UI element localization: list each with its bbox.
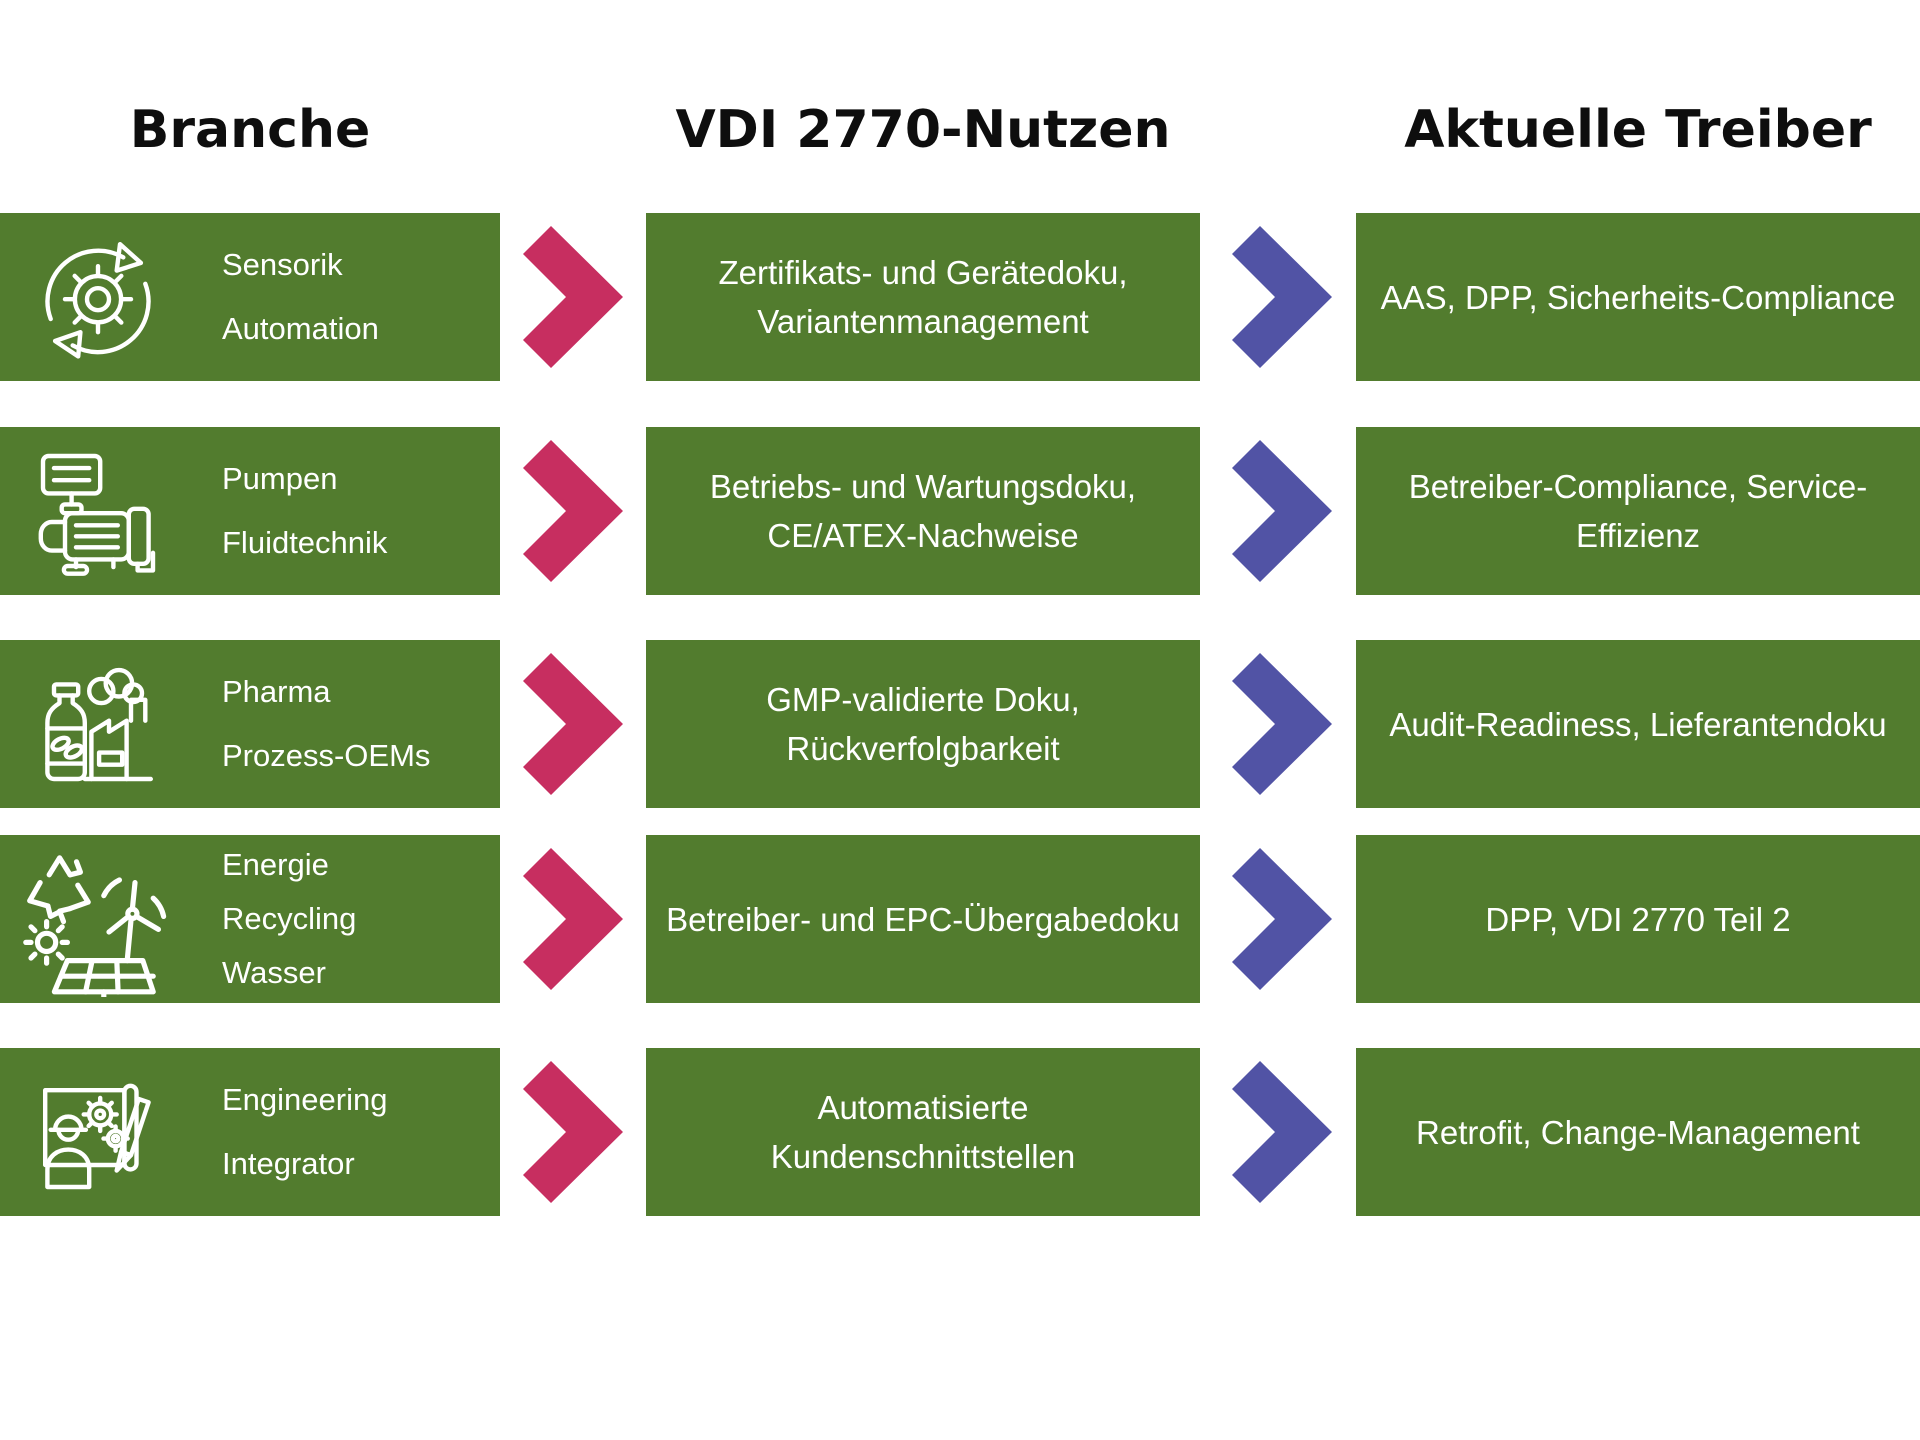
chevron-right-pink-icon [523,848,623,990]
industry-line: Recycling [222,901,357,936]
column-header-branche: Branche [129,100,371,160]
chevron-right-purple-icon [1232,653,1332,795]
benefit-line: Betriebs- und Wartungsdoku, [709,468,1137,505]
chevron-right-purple-icon [1232,226,1332,368]
driver-box: AAS, DPP, Sicherheits-Compliance [1356,213,1920,381]
benefit-line: Betreiber- und EPC-Übergabedoku [666,900,1180,938]
benefit-label: Betriebs- und Wartungsdoku, CE/ATEX-Nach… [646,427,1200,595]
industry-line: Energie [222,847,329,882]
pharma-bottle-factory-icon [32,658,164,790]
chevron-right-purple-icon [1232,1061,1332,1203]
driver-line: Audit-Readiness, Lieferantendoku [1389,705,1887,743]
benefit-line: CE/ATEX-Nachweise [767,517,1079,554]
industry-line: Wasser [222,955,326,990]
engineer-blueprint-gears-icon [32,1066,164,1198]
table-row: Pharma Prozess-OEMs GMP-validierte Doku,… [0,640,1920,808]
driver-line: DPP, VDI 2770 Teil 2 [1485,900,1791,938]
chevron-right-pink-icon [523,1061,623,1203]
benefit-line: Rückverfolgbarkeit [786,730,1060,767]
driver-label: Retrofit, Change-Management [1356,1048,1920,1216]
chevron-right-pink-icon [523,226,623,368]
industry-line: Pharma [222,674,331,709]
industry-line: Pumpen [222,461,338,496]
industry-line: Prozess-OEMs [222,738,431,773]
pump-machine-icon [32,445,164,577]
driver-label: Audit-Readiness, Lieferantendoku [1356,640,1920,808]
industry-line: Sensorik [222,247,343,282]
benefit-line: Variantenmanagement [757,303,1089,340]
benefit-box: Betriebs- und Wartungsdoku, CE/ATEX-Nach… [646,427,1200,595]
table-row: Engineering Integrator Automatisierte Ku… [0,1048,1920,1216]
industry-box-pumpen: Pumpen Fluidtechnik [0,427,500,595]
process-automation-gear-cycle-icon [32,231,164,363]
industry-box-energie: Energie Recycling Wasser [0,835,500,1003]
chevron-right-purple-icon [1232,848,1332,990]
benefit-line: GMP-validierte Doku, [766,681,1080,718]
industry-line: Integrator [222,1146,355,1181]
driver-line: Retrofit, Change-Management [1416,1113,1860,1151]
driver-line: Betreiber-Compliance, Service- [1408,468,1868,505]
benefit-label: Automatisierte Kundenschnittstellen [646,1048,1200,1216]
table-row: Energie Recycling Wasser Betreiber- und … [0,835,1920,1003]
driver-line: AAS, DPP, Sicherheits-Compliance [1380,278,1896,316]
industry-line: Fluidtechnik [222,525,388,560]
driver-line: Effizienz [1575,517,1701,554]
column-header-aktuelle-treiber: Aktuelle Treiber [1404,100,1872,160]
industry-label: Engineering Integrator [222,1068,387,1196]
benefit-box: Automatisierte Kundenschnittstellen [646,1048,1200,1216]
industry-line: Engineering [222,1082,388,1117]
driver-box: Betreiber-Compliance, Service- Effizienz [1356,427,1920,595]
driver-box: DPP, VDI 2770 Teil 2 [1356,835,1920,1003]
driver-label: DPP, VDI 2770 Teil 2 [1356,835,1920,1003]
chevron-right-purple-icon [1232,440,1332,582]
chevron-right-pink-icon [523,653,623,795]
benefit-label: Betreiber- und EPC-Übergabedoku [646,835,1200,1003]
driver-box: Retrofit, Change-Management [1356,1048,1920,1216]
driver-label: AAS, DPP, Sicherheits-Compliance [1356,213,1920,381]
industry-label: Pharma Prozess-OEMs [222,660,430,788]
industry-line: Automation [222,311,379,346]
benefit-box: Zertifikats- und Gerätedoku, Variantenma… [646,213,1200,381]
benefit-box: Betreiber- und EPC-Übergabedoku [646,835,1200,1003]
table-row: Pumpen Fluidtechnik Betriebs- und Wartun… [0,427,1920,595]
benefit-line: Automatisierte [817,1089,1029,1126]
industry-box-pharma: Pharma Prozess-OEMs [0,640,500,808]
industry-label: Energie Recycling Wasser [222,838,356,1000]
driver-box: Audit-Readiness, Lieferantendoku [1356,640,1920,808]
benefit-line: Zertifikats- und Gerätedoku, [718,254,1128,291]
benefit-box: GMP-validierte Doku, Rückverfolgbarkeit [646,640,1200,808]
benefit-label: GMP-validierte Doku, Rückverfolgbarkeit [646,640,1200,808]
table-row: Sensorik Automation Zertifikats- und Ger… [0,213,1920,381]
recycling-wind-solar-icon [18,841,174,997]
industry-label: Sensorik Automation [222,233,379,361]
benefit-label: Zertifikats- und Gerätedoku, Variantenma… [646,213,1200,381]
industry-label: Pumpen Fluidtechnik [222,447,387,575]
column-header-vdi-nutzen: VDI 2770-Nutzen [675,100,1171,160]
chevron-right-pink-icon [523,440,623,582]
industry-box-engineering: Engineering Integrator [0,1048,500,1216]
industry-box-sensorik: Sensorik Automation [0,213,500,381]
driver-label: Betreiber-Compliance, Service- Effizienz [1356,427,1920,595]
benefit-line: Kundenschnittstellen [770,1138,1076,1175]
